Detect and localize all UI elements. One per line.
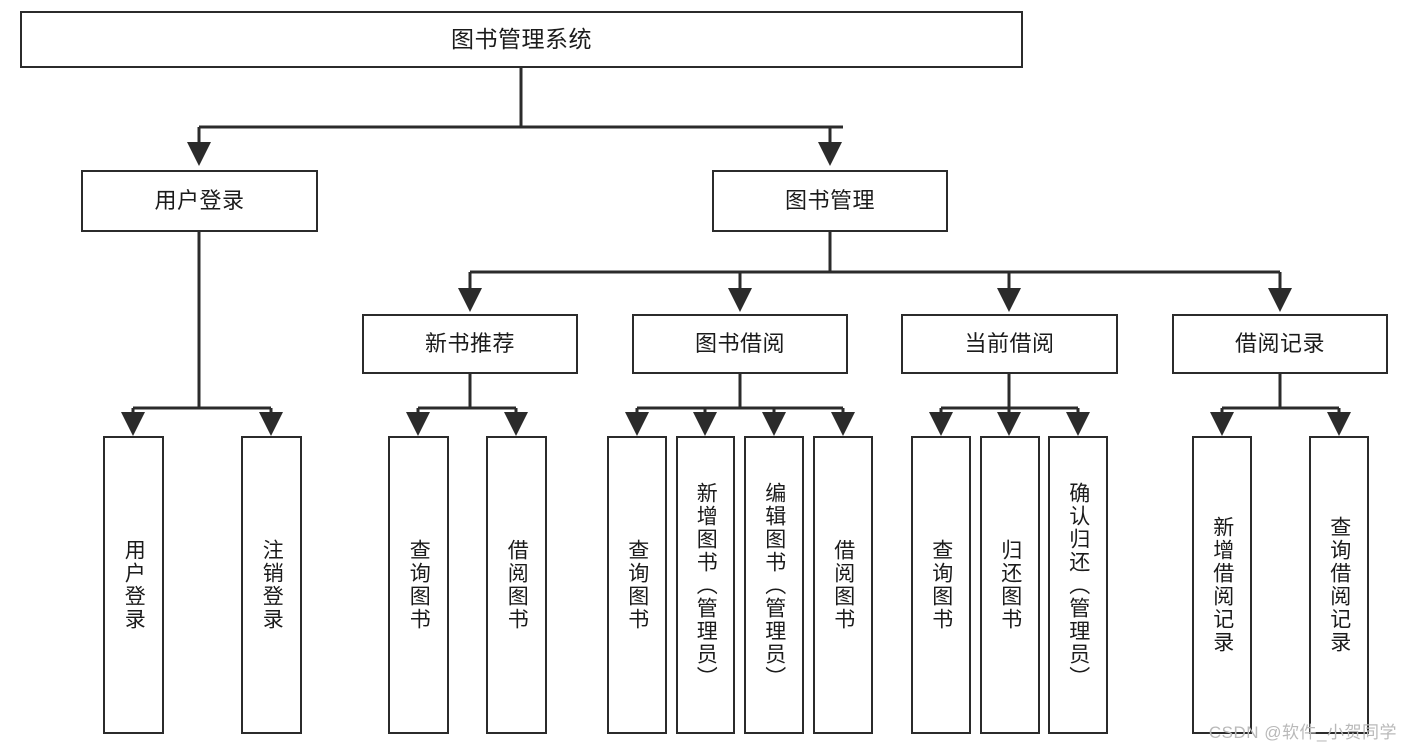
node-label: 注销登录	[260, 539, 284, 631]
node-book-borrow[interactable]: 图书借阅	[632, 314, 848, 374]
leaf-query-book-2[interactable]: 查询图书	[607, 436, 667, 734]
node-label: 图书管理	[784, 188, 875, 214]
leaf-add-borrow-record[interactable]: 新增借阅记录	[1192, 436, 1252, 734]
node-label: 借阅图书	[505, 539, 529, 631]
node-label: 查询图书	[625, 539, 649, 631]
node-label: 新增图书（管理员）	[694, 481, 718, 689]
node-root-system[interactable]: 图书管理系统	[20, 11, 1023, 68]
node-label: 图书借阅	[694, 331, 785, 357]
node-label: 确认归还（管理员）	[1066, 481, 1090, 689]
csdn-watermark: CSDN @软件_小贺同学	[1208, 723, 1397, 742]
leaf-logout[interactable]: 注销登录	[241, 436, 302, 734]
leaf-return-book[interactable]: 归还图书	[980, 436, 1040, 734]
leaf-query-book-1[interactable]: 查询图书	[388, 436, 449, 734]
node-borrow-record[interactable]: 借阅记录	[1172, 314, 1388, 374]
node-label: 归还图书	[998, 539, 1022, 631]
node-label: 查询图书	[407, 539, 431, 631]
leaf-query-borrow-record[interactable]: 查询借阅记录	[1309, 436, 1369, 734]
node-label: 用户登录	[154, 188, 245, 214]
leaf-confirm-return-admin[interactable]: 确认归还（管理员）	[1048, 436, 1108, 734]
leaf-add-book-admin[interactable]: 新增图书（管理员）	[676, 436, 735, 734]
node-label: 查询借阅记录	[1327, 516, 1351, 654]
node-label: 图书管理系统	[451, 25, 592, 52]
node-user-login[interactable]: 用户登录	[81, 170, 318, 232]
node-label: 当前借阅	[964, 331, 1055, 357]
leaf-borrow-book-1[interactable]: 借阅图书	[486, 436, 547, 734]
leaf-query-book-3[interactable]: 查询图书	[911, 436, 971, 734]
node-label: 借阅记录	[1234, 331, 1325, 357]
leaf-edit-book-admin[interactable]: 编辑图书（管理员）	[744, 436, 804, 734]
leaf-borrow-book-2[interactable]: 借阅图书	[813, 436, 873, 734]
node-label: 编辑图书（管理员）	[762, 481, 786, 689]
node-label: 借阅图书	[831, 539, 855, 631]
node-book-management[interactable]: 图书管理	[712, 170, 948, 232]
node-label: 新书推荐	[424, 331, 515, 357]
node-new-book-recommend[interactable]: 新书推荐	[362, 314, 578, 374]
node-label: 新增借阅记录	[1210, 516, 1234, 654]
leaf-user-login[interactable]: 用户登录	[103, 436, 164, 734]
node-label: 用户登录	[122, 539, 146, 631]
node-label: 查询图书	[929, 539, 953, 631]
node-current-borrow[interactable]: 当前借阅	[901, 314, 1118, 374]
